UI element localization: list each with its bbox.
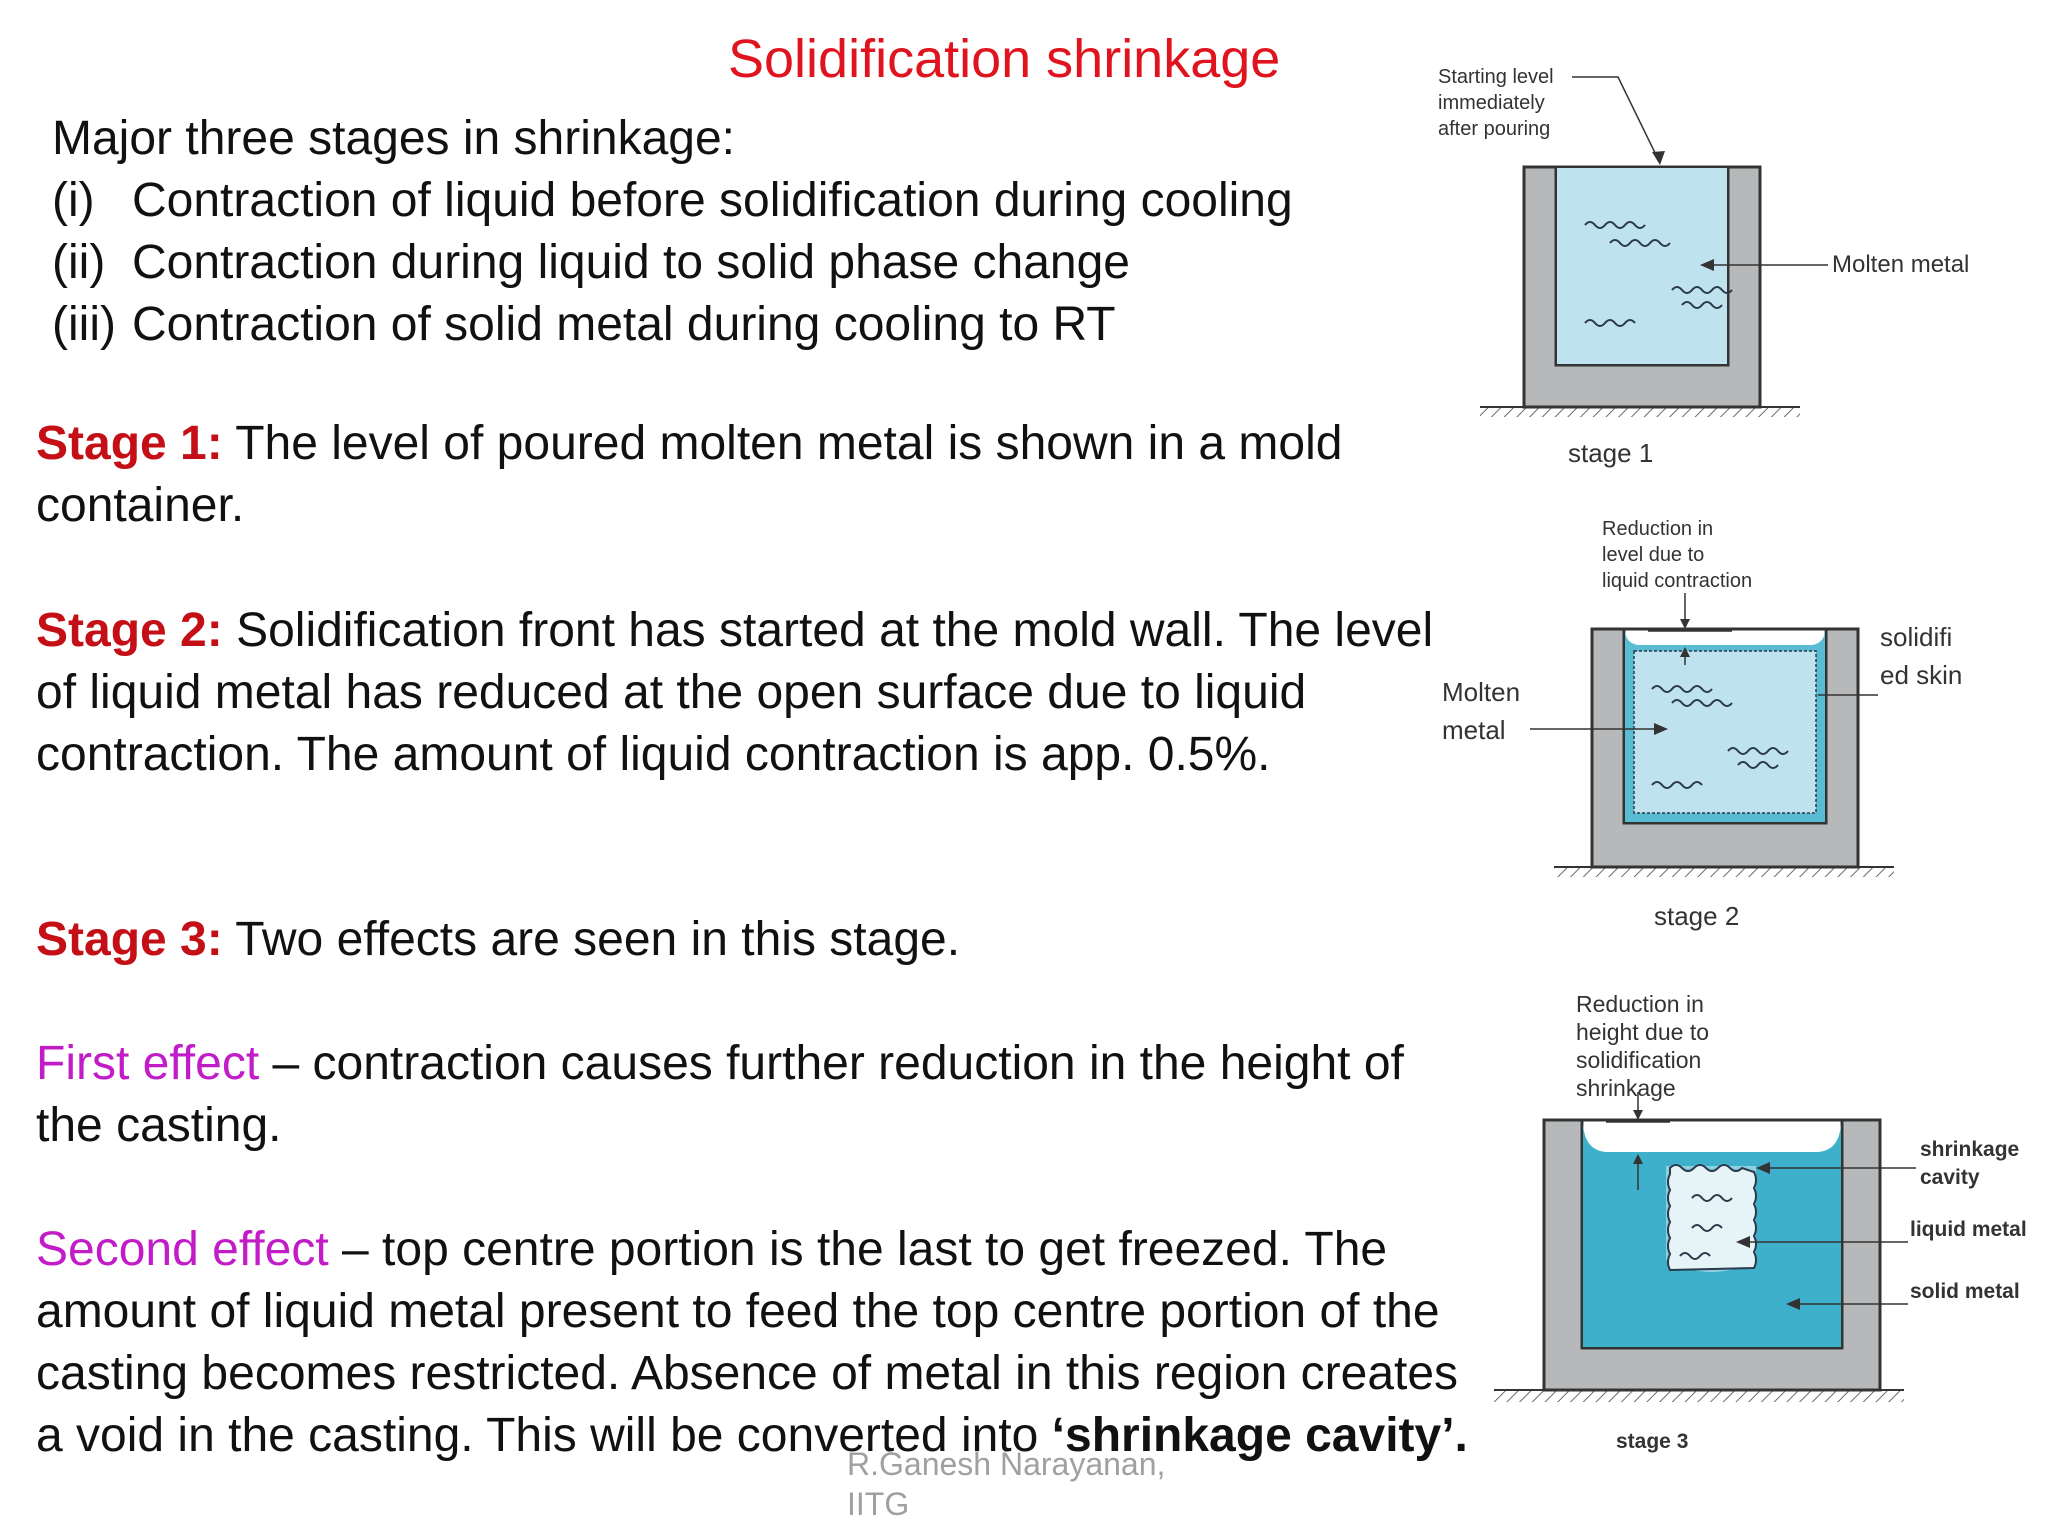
molten-label-line2: metal <box>1442 715 1506 745</box>
stage2-diagram: Reduction in level due to liquid contrac… <box>1442 518 1962 931</box>
stage2-figure: Reduction in level due to liquid contrac… <box>1420 505 2020 945</box>
mold-container <box>1590 627 1860 869</box>
stage1-diagram: Starting level immediately after pouring… <box>1438 66 1969 468</box>
stage3-text: Two effects are seen in this stage. <box>222 913 961 966</box>
shrinkage-cavity-term: ‘shrinkage cavity’. <box>1051 1409 1468 1462</box>
stage1-text: The level of poured molten metal is show… <box>36 417 1343 532</box>
reduction-label-line3: liquid contraction <box>1602 570 1752 592</box>
stage2-caption: stage 2 <box>1654 901 1739 931</box>
arrowhead-icon <box>1633 1110 1643 1120</box>
cavity-label-line1: shrinkage <box>1920 1138 2019 1161</box>
intro-heading: Major three stages in shrinkage: <box>52 112 736 165</box>
liquid-metal-label: liquid metal <box>1910 1218 2027 1241</box>
reduction-label-line1: Reduction in <box>1576 991 1704 1017</box>
starting-level-label-line2: immediately <box>1438 92 1545 114</box>
molten-metal-label: Molten metal <box>1832 251 1969 278</box>
reduction-label-line3: solidification <box>1576 1047 1701 1073</box>
arrowhead-icon <box>1756 1162 1770 1174</box>
stages-intro: Major three stages in shrinkage: (i) Con… <box>52 108 1293 356</box>
arrowhead-icon <box>1786 1298 1800 1310</box>
shrinkage-cavity <box>1667 1164 1757 1272</box>
molten-metal <box>1557 168 1727 364</box>
skin-label-line2: ed skin <box>1880 660 1962 690</box>
arrowhead-icon <box>1654 723 1668 735</box>
solid-metal-label: solid metal <box>1910 1280 2020 1303</box>
reduction-label-line4: shrinkage <box>1576 1075 1676 1101</box>
intro-item-text: Contraction during liquid to solid phase… <box>132 236 1130 289</box>
molten-metal <box>1633 650 1817 814</box>
stage3-label: Stage 3: <box>36 913 223 966</box>
intro-item: (iii) Contraction of solid metal during … <box>52 294 1293 356</box>
stage1-figure: Starting level immediately after pouring… <box>1420 55 2020 485</box>
arrowhead-icon <box>1700 259 1714 271</box>
stage3-figure: Reduction in height due to solidificatio… <box>1470 980 2040 1470</box>
first-effect-paragraph: First effect – contraction causes furthe… <box>36 1033 1476 1157</box>
stage3-caption: stage 3 <box>1616 1430 1688 1453</box>
intro-item-text: Contraction of liquid before solidificat… <box>132 174 1293 227</box>
molten-label-line1: Molten <box>1442 677 1520 707</box>
wave-marks <box>1584 221 1733 327</box>
second-effect-paragraph: Second effect – top centre portion is th… <box>36 1219 1476 1467</box>
arrowhead-icon <box>1736 1236 1750 1248</box>
arrowhead-icon <box>1680 647 1690 657</box>
intro-item-number: (i) <box>52 174 95 227</box>
second-effect-label: Second effect <box>36 1223 329 1276</box>
stage3-paragraph: Stage 3: Two effects are seen in this st… <box>36 909 1476 971</box>
intro-item: (i) Contraction of liquid before solidif… <box>52 170 1293 232</box>
first-effect-label: First effect <box>36 1037 260 1090</box>
ground-hatch <box>1554 867 1894 877</box>
stage2-paragraph: Stage 2: Solidification front has starte… <box>36 600 1476 786</box>
reduction-label-line1: Reduction in <box>1602 518 1713 540</box>
wave-marks <box>1651 685 1789 789</box>
starting-level-leader <box>1572 76 1661 164</box>
cavity-label-line2: cavity <box>1920 1166 1980 1189</box>
intro-item-number: (iii) <box>52 298 116 351</box>
reduction-label-line2: height due to <box>1576 1019 1709 1045</box>
stage1-label: Stage 1: <box>36 417 223 470</box>
arrowhead-icon <box>1633 1154 1643 1164</box>
reduction-label-line2: level due to <box>1602 544 1704 566</box>
arrowhead-icon <box>1652 151 1665 165</box>
intro-item-number: (ii) <box>52 236 106 289</box>
second-effect-text: – top centre portion is the last to get … <box>36 1223 1459 1462</box>
wave-marks <box>1679 1194 1733 1260</box>
intro-item-text: Contraction of solid metal during coolin… <box>132 298 1116 351</box>
skin-label-line1: solidifi <box>1880 622 1952 652</box>
mold-container <box>1522 165 1762 409</box>
arrowhead-icon <box>1680 619 1690 629</box>
stage2-label: Stage 2: <box>36 604 223 657</box>
footer-author: R.Ganesh Narayanan, <box>847 1446 1166 1482</box>
starting-level-label-line1: Starting level <box>1438 66 1554 88</box>
author-footer: R.Ganesh Narayanan, IITG <box>847 1444 1207 1524</box>
starting-level-label-line3: after pouring <box>1438 118 1550 140</box>
ground-hatch <box>1480 407 1800 417</box>
stage3-diagram: Reduction in height due to solidificatio… <box>1494 991 2027 1453</box>
intro-item: (ii) Contraction during liquid to solid … <box>52 232 1293 294</box>
stage2-text: Solidification front has started at the … <box>36 604 1434 781</box>
slide-title: Solidification shrinkage <box>728 29 1281 89</box>
ground-hatch <box>1494 1390 1904 1402</box>
mold-container <box>1542 1118 1882 1392</box>
footer-institute: IITG <box>847 1486 910 1522</box>
first-effect-text: – contraction causes further reduction i… <box>36 1037 1404 1152</box>
stage1-paragraph: Stage 1: The level of poured molten meta… <box>36 413 1476 537</box>
stage1-caption: stage 1 <box>1568 438 1653 468</box>
